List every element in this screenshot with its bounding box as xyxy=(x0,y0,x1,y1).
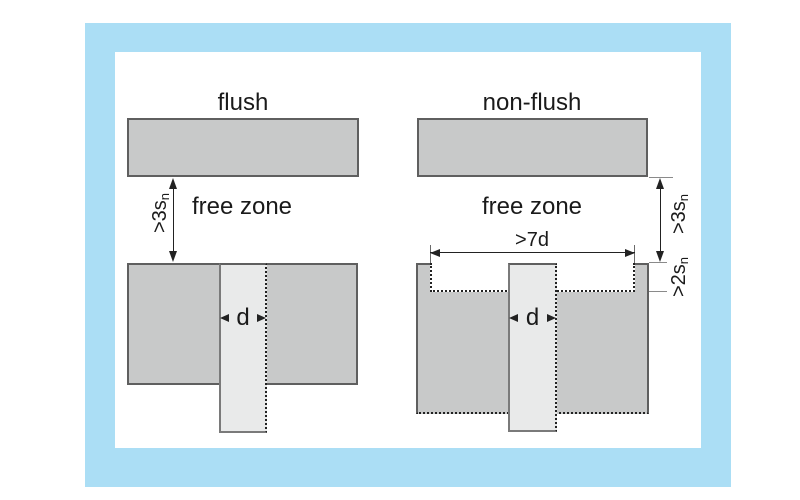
dim-text: >2s xyxy=(668,264,690,298)
non-flush-gap-dimension-line xyxy=(660,181,661,251)
dim-subscript: n xyxy=(676,256,691,265)
recess-depth-dimension-label: >2sn xyxy=(668,245,691,309)
flush-title: flush xyxy=(217,89,269,116)
tick-line xyxy=(649,177,673,178)
tick-line xyxy=(649,291,667,292)
arrow-up-icon xyxy=(168,178,177,189)
recess-width-dimension-label: >7d xyxy=(515,229,549,251)
dim-subscript: n xyxy=(676,193,691,202)
non-flush-gap-dimension-label: >3sn xyxy=(668,182,691,246)
non-flush-sensor-tube xyxy=(508,263,557,432)
flush-gap-dimension-line xyxy=(173,181,174,251)
arrow-right-icon xyxy=(257,314,266,322)
arrow-down-icon xyxy=(655,251,664,262)
non-flush-free-zone-label: free zone xyxy=(481,193,583,220)
arrow-left-icon xyxy=(430,248,440,257)
flush-free-zone-label: free zone xyxy=(191,193,293,220)
arrow-right-icon xyxy=(625,248,635,257)
non-flush-title: non-flush xyxy=(482,89,582,116)
flush-sensor-tube xyxy=(219,263,267,433)
arrow-up-icon xyxy=(655,178,664,189)
tick-line xyxy=(649,262,667,263)
non-flush-diameter-label: d xyxy=(525,304,540,331)
arrow-down-icon xyxy=(168,251,177,262)
flush-diameter-label: d xyxy=(236,304,250,331)
arrow-left-icon xyxy=(220,314,229,322)
flush-target-bar xyxy=(127,118,359,177)
dim-text: >3s xyxy=(668,201,690,235)
recess-width-dimension-line xyxy=(430,252,635,253)
arrow-left-icon xyxy=(509,314,518,322)
non-flush-target-bar xyxy=(417,118,648,177)
arrow-right-icon xyxy=(547,314,556,322)
